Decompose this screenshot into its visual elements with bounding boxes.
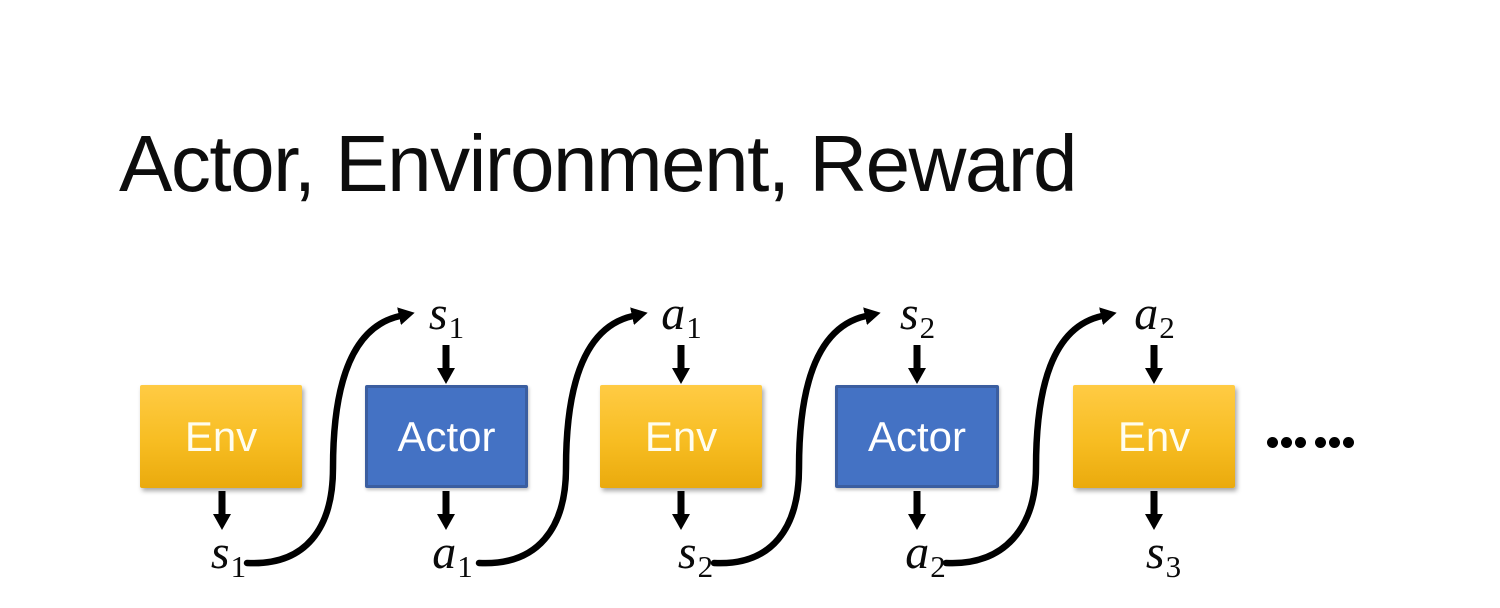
label-a1-bottom: a1 — [432, 526, 473, 590]
dot-icon — [1281, 437, 1292, 448]
label-a2-bottom-sub: 2 — [930, 549, 946, 584]
curved-arrow-s1-to-actor1 — [243, 307, 415, 567]
dot-icon — [1329, 437, 1340, 448]
env-box-1-label: Env — [184, 412, 258, 460]
label-a2-top-sub: 2 — [1159, 310, 1175, 345]
label-a2-bottom: a2 — [905, 526, 946, 590]
label-s1-top-base: s — [428, 287, 448, 340]
continuation-dots — [1267, 437, 1357, 448]
label-s2-top-base: s — [899, 287, 919, 340]
label-a1-top-base: a — [661, 287, 686, 340]
label-s2-bottom-base: s — [677, 526, 697, 579]
label-a1-bottom-base: a — [432, 526, 457, 579]
slide-title: Actor, Environment, Reward — [119, 119, 1077, 208]
curved-arrow-a1-to-env2 — [475, 307, 648, 567]
label-s3-bottom: s3 — [1145, 526, 1182, 590]
dot-icon — [1295, 437, 1306, 448]
dot-icon — [1343, 437, 1354, 448]
env-box-1: Env — [140, 385, 302, 488]
env-box-2-label: Env — [644, 412, 718, 460]
label-s3-bottom-sub: 3 — [1165, 549, 1182, 584]
label-s1-top-sub: 1 — [448, 310, 465, 345]
curved-arrow-s2-to-actor2 — [710, 307, 881, 567]
label-a1-top-sub: 1 — [686, 310, 702, 345]
label-s1-bottom: s1 — [210, 526, 247, 590]
label-s2-top: s2 — [899, 287, 936, 351]
label-a2-bottom-base: a — [905, 526, 930, 579]
env-box-3: Env — [1073, 385, 1235, 488]
label-s2-bottom: s2 — [677, 526, 714, 590]
label-s1-bottom-sub: 1 — [230, 549, 247, 584]
env-box-3-label: Env — [1117, 412, 1191, 460]
label-s2-bottom-sub: 2 — [697, 549, 714, 584]
label-s2-top-sub: 2 — [919, 310, 936, 345]
dot-icon — [1315, 437, 1326, 448]
actor-box-1-label: Actor — [397, 412, 496, 460]
curved-arrow-a2-to-env3 — [942, 307, 1117, 567]
label-a1-top: a1 — [661, 287, 702, 351]
label-s3-bottom-base: s — [1145, 526, 1165, 579]
label-a2-top: a2 — [1134, 287, 1175, 351]
label-s1-top: s1 — [428, 287, 465, 351]
env-box-2: Env — [600, 385, 762, 488]
actor-box-2: Actor — [835, 385, 999, 488]
label-a1-bottom-sub: 1 — [457, 549, 473, 584]
actor-box-2-label: Actor — [867, 412, 967, 460]
label-s1-bottom-base: s — [210, 526, 230, 579]
label-a2-top-base: a — [1134, 287, 1159, 340]
actor-box-1: Actor — [365, 385, 528, 488]
dot-icon — [1267, 437, 1278, 448]
